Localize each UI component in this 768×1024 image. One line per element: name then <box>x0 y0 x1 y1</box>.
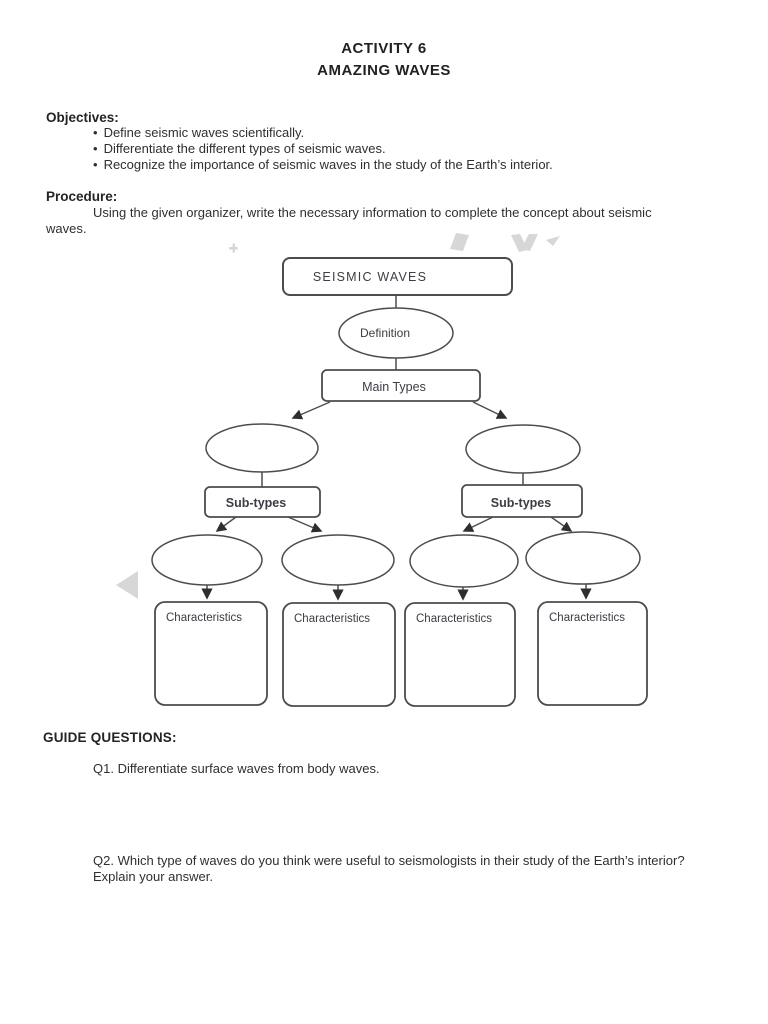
root-node-box <box>282 257 513 296</box>
page-title: ACTIVITY 6 AMAZING WAVES <box>0 38 768 82</box>
arrow-maintypes-left <box>291 401 331 420</box>
watermark-fragment <box>521 234 538 251</box>
blank-ellipse-sub-3 <box>409 534 519 588</box>
characteristics-box-1 <box>154 601 268 706</box>
procedure-text: Using the given organizer, write the nec… <box>46 205 652 236</box>
subtypes-left-box <box>204 486 321 518</box>
objective-item: • Define seismic waves scientifically. <box>93 125 553 141</box>
characteristics-box-2 <box>282 602 396 707</box>
objective-item: • Differentiate the different types of s… <box>93 141 553 157</box>
characteristics-label-4: Characteristics <box>549 612 625 624</box>
blank-ellipse-sub-2 <box>281 534 395 586</box>
left-triangle-artifact <box>116 571 138 599</box>
bullet-glyph: • <box>93 125 98 140</box>
main-types-box <box>321 369 481 402</box>
arrow-subtypes-right-2 <box>550 516 573 532</box>
subtypes-right-label: Sub-types <box>491 496 551 510</box>
characteristics-label-3: Characteristics <box>416 613 492 625</box>
arrow-maintypes-right <box>472 401 508 419</box>
activity-name: AMAZING WAVES <box>317 62 451 79</box>
watermark-fragment <box>450 233 469 251</box>
watermark-fragments <box>116 233 560 599</box>
subtypes-left-label: Sub-types <box>226 496 286 510</box>
objective-text: Differentiate the different types of sei… <box>103 141 386 156</box>
arrow-subtypes-left-2 <box>287 516 323 533</box>
characteristics-label-1: Characteristics <box>166 612 242 624</box>
characteristics-box-3 <box>404 602 516 707</box>
blank-ellipse-main-left <box>205 423 319 473</box>
objective-text: Define seismic waves scientifically. <box>103 125 305 140</box>
watermark-fragment <box>546 236 560 246</box>
objectives-list: • Define seismic waves scientifically. •… <box>93 125 553 173</box>
watermark-fragment <box>232 243 235 253</box>
procedure-heading: Procedure: <box>46 189 118 204</box>
characteristics-label-2: Characteristics <box>294 613 370 625</box>
bullet-glyph: • <box>93 157 98 172</box>
blank-ellipse-sub-4 <box>525 531 641 585</box>
main-types-label: Main Types <box>362 380 426 394</box>
bullet-glyph: • <box>93 141 98 156</box>
objective-item: • Recognize the importance of seismic wa… <box>93 157 553 173</box>
question-2: Q2. Which type of waves do you think wer… <box>93 853 685 884</box>
objectives-heading: Objectives: <box>46 110 119 125</box>
objective-text: Recognize the importance of seismic wave… <box>103 157 553 172</box>
arrow-subtypes-left-1 <box>215 516 237 532</box>
blank-ellipse-main-right <box>465 424 581 474</box>
definition-label: Definition <box>360 326 410 340</box>
root-node-label: SEISMIC WAVES <box>313 270 427 284</box>
subtypes-right-box <box>461 484 583 518</box>
question-1: Q1. Differentiate surface waves from bod… <box>93 761 380 776</box>
activity-number: ACTIVITY 6 <box>341 40 427 57</box>
guide-questions-heading: GUIDE QUESTIONS: <box>43 730 177 745</box>
characteristics-box-4 <box>537 601 648 706</box>
arrow-subtypes-right-1 <box>462 516 494 532</box>
blank-ellipse-sub-1 <box>151 534 263 586</box>
